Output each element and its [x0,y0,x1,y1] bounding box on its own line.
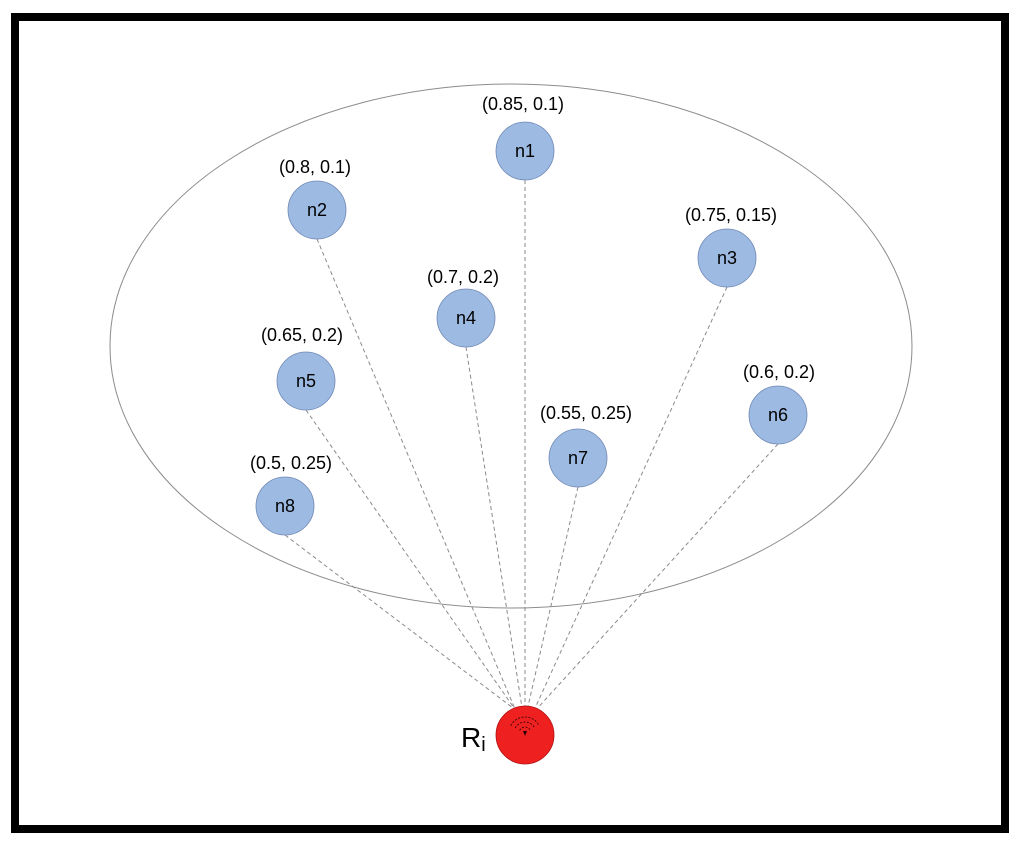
links-group [284,180,779,709]
node-coordinates: (0.7, 0.2) [427,267,499,287]
node-circle [276,351,336,411]
node-coordinates: (0.55, 0.25) [540,403,632,423]
link-n4-root [465,346,523,709]
node-label: n1 [515,141,535,161]
root-label-main: R [461,722,481,753]
root-node: Ri [461,705,555,765]
node-n8: n8 (0.5, 0.25) [250,453,332,536]
node-n3: n3 (0.75, 0.15) [685,205,777,288]
node-coordinates: (0.6, 0.2) [743,362,815,382]
node-circle [548,428,608,488]
root-label: Ri [461,722,486,756]
node-circle [697,228,757,288]
node-n4: n4 (0.7, 0.2) [427,267,499,348]
node-n2: n2 (0.8, 0.1) [279,157,351,240]
link-n3-root [534,286,728,709]
antenna-mast [523,731,527,736]
node-label: n8 [275,496,295,516]
node-label: n2 [307,200,327,220]
node-circle [255,476,315,536]
link-n8-root [284,534,514,709]
nodes-group: n1(0.85, 0.1)n2(0.8, 0.1)n3(0.75, 0.15)n… [250,94,815,536]
node-label: n4 [456,308,476,328]
node-circle [436,288,496,348]
node-coordinates: (0.8, 0.1) [279,157,351,177]
link-n5-root [305,409,515,709]
antenna-arc [514,721,536,729]
node-coordinates: (0.85, 0.1) [482,94,564,114]
link-n2-root [316,238,516,709]
node-label: n3 [717,248,737,268]
node-coordinates: (0.5, 0.25) [250,453,332,473]
node-label: n6 [768,405,788,425]
node-label: n7 [568,448,588,468]
link-n7-root [527,486,579,709]
node-coordinates: (0.65, 0.2) [261,325,343,345]
node-n6: n6 (0.6, 0.2) [743,362,815,445]
antenna-arc [510,716,540,726]
root-label-subscript: i [481,734,485,756]
node-n7: n7 (0.55, 0.25) [540,403,632,488]
node-circle [748,385,808,445]
antenna-arc [519,726,531,731]
cluster-ellipse [109,83,913,609]
node-coordinates: (0.75, 0.15) [685,205,777,225]
node-n1: n1 (0.85, 0.1) [482,94,564,181]
node-label: n5 [296,371,316,391]
node-circle [495,121,555,181]
antenna-icon [510,716,540,736]
node-circle [287,180,347,240]
node-n5: n5 (0.65, 0.2) [261,325,343,411]
link-n6-root [537,443,779,709]
